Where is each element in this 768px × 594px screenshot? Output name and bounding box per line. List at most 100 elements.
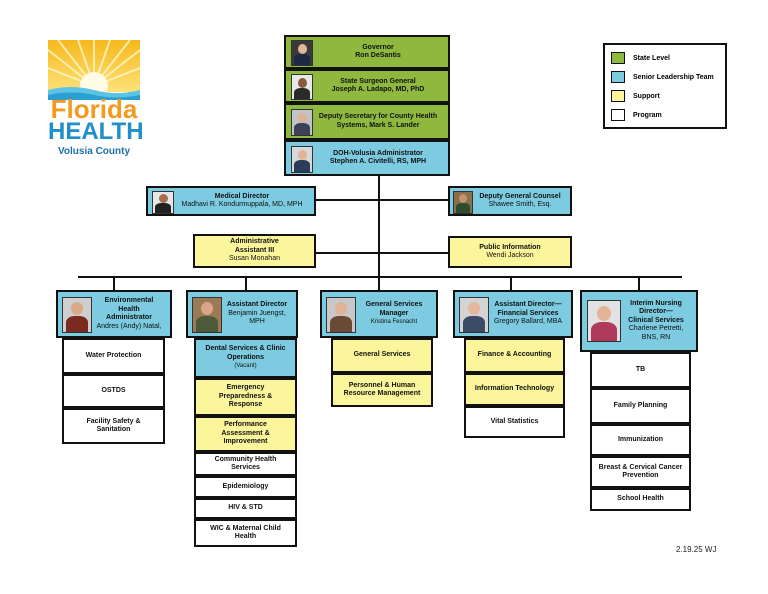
program-family-planning: Family Planning <box>590 388 691 424</box>
deputy-counsel-photo <box>453 191 473 214</box>
side-horizontal-line-2 <box>316 252 448 254</box>
program-immunization: Immunization <box>590 424 691 456</box>
governor-photo <box>291 40 313 66</box>
fin-title2: Financial Services <box>497 309 559 317</box>
deputy-secretary-line2: Systems, Mark S. Lander <box>336 121 420 129</box>
gsm-title1: General Services <box>365 301 423 309</box>
logo-word-health: HEALTH <box>48 118 144 145</box>
revision-stamp: 2.19.25 WJ <box>676 545 717 554</box>
drop-env <box>113 276 115 290</box>
program-hiv-std: HIV & STD <box>194 498 297 519</box>
env-health-title3: Administrator <box>106 314 152 321</box>
legend-swatch-program <box>611 109 625 121</box>
program-school-health: School Health <box>590 488 691 511</box>
medical-director-name: Madhavi R. Kondurmuppala, MD, MPH <box>181 201 303 208</box>
legend-item-support: Support <box>611 90 660 102</box>
program-tb: TB <box>590 352 691 388</box>
medical-director-photo <box>152 191 174 214</box>
drop-fin <box>510 276 512 290</box>
legend-item-senior: Senior Leadership Team <box>611 71 714 83</box>
admin-assistant-title1: Administrative <box>230 238 279 246</box>
main-vertical-line <box>378 176 380 290</box>
assistant-director-name1: Benjamin Juengst, <box>228 309 286 317</box>
surgeon-general-title: State Surgeon General <box>340 77 416 85</box>
nurse-title1: Interim Nursing <box>630 299 682 307</box>
env-health-title2: Health <box>118 305 140 313</box>
program-information-technology: Information Technology <box>464 373 565 406</box>
surgeon-general-photo <box>291 74 313 100</box>
logo-word-county: Volusia County <box>57 146 131 157</box>
administrator-photo <box>291 146 313 173</box>
public-information-name: Wendi Jackson <box>486 252 534 259</box>
assistant-director-title: Assistant Director <box>226 301 288 309</box>
admin-assistant-name: Susan Monahan <box>229 255 280 263</box>
deputy-counsel-title: Deputy General Counsel <box>479 192 561 200</box>
florida-health-logo: Florida HEALTH Volusia County <box>47 39 144 162</box>
env-health-name: Andres (Andy) Natal, <box>96 322 162 330</box>
nursing-director-photo <box>587 300 621 342</box>
env-health-photo <box>62 297 92 333</box>
logo-word-florida: Florida <box>50 94 138 124</box>
dept-horizontal-line <box>78 276 682 278</box>
legend-item-state: State Level <box>611 52 670 64</box>
deputy-secretary-line1: Deputy Secretary for County Health <box>318 113 438 120</box>
deputy-secretary-photo <box>291 109 313 136</box>
deputy-counsel-name: Shawee Smith, Esq. <box>488 201 552 208</box>
assistant-director-name2: MPH <box>249 318 265 326</box>
program-water-protection: Water Protection <box>62 338 165 374</box>
surgeon-general-name: Joseph A. Ladapo, MD, PhD <box>331 86 425 93</box>
program-general-services: General Services <box>331 338 433 373</box>
fin-name: Gregory Ballard, MBA <box>493 318 563 326</box>
side-horizontal-line-1 <box>316 199 448 201</box>
assistant-director-photo <box>192 297 222 333</box>
legend: State Level Senior Leadership Team Suppo… <box>603 43 727 129</box>
drop-nurse <box>638 276 640 290</box>
nurse-name1: Charlene Petretti, <box>628 325 684 333</box>
fin-title1: Assistant Director— <box>494 301 562 309</box>
nurse-name2: BNS, RN <box>641 333 671 341</box>
public-information-title: Public Information <box>479 243 541 251</box>
legend-swatch-state <box>611 52 625 64</box>
gsm-name: Kristina Fesnacht <box>370 319 418 326</box>
general-services-manager-photo <box>326 297 356 333</box>
financial-director-photo <box>459 297 489 333</box>
legend-swatch-support <box>611 90 625 102</box>
nurse-title3: Clinical Services <box>628 316 684 324</box>
nurse-title2: Director— <box>639 308 673 316</box>
governor-name: Ron DeSantis <box>355 52 401 59</box>
administrator-name: Stephen A. Civitelli, RS, MPH <box>329 158 427 165</box>
drop-asst <box>245 276 247 290</box>
env-health-title1: Environmental <box>104 297 154 304</box>
program-ostds: OSTDS <box>62 374 165 408</box>
program-epidemiology: Epidemiology <box>194 476 297 498</box>
program-finance-accounting: Finance & Accounting <box>464 338 565 373</box>
gsm-title2: Manager <box>379 309 409 317</box>
admin-assistant-title2: Assistant III <box>234 246 275 254</box>
governor-title: Governor <box>362 43 394 51</box>
legend-swatch-senior <box>611 71 625 83</box>
sun-icon <box>47 39 141 100</box>
legend-item-program: Program <box>611 109 662 121</box>
program-vital-statistics: Vital Statistics <box>464 406 565 438</box>
program-facility-safety: Facility Safety &Sanitation <box>62 408 165 444</box>
